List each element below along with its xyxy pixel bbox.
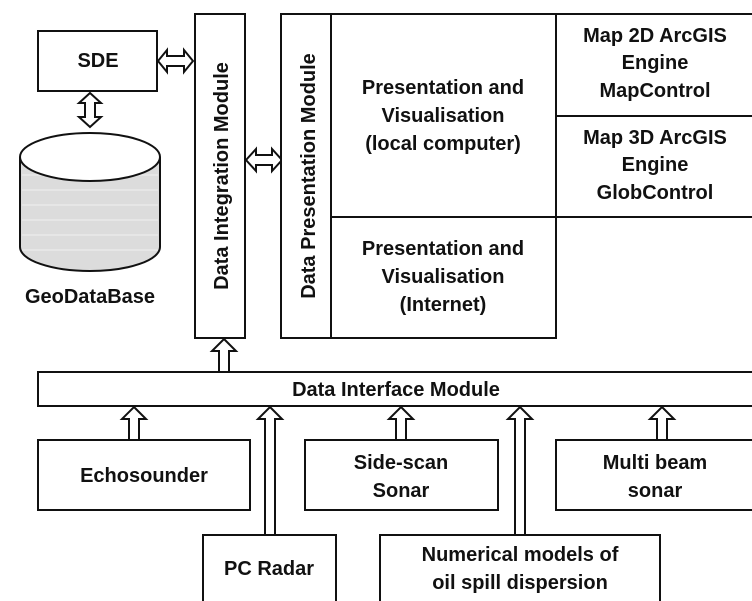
sde-box [37,30,158,92]
presentation-internet-line3: (Internet) [400,294,487,316]
presentation-module-label: Data Presentation Module [298,53,320,299]
numerical-arrow [505,405,535,536]
sde-label: SDE [77,50,118,72]
geodatabase-label: GeoDataBase [25,286,155,308]
presentation-local-line1: Presentation and [362,77,524,99]
numerical-box [379,534,661,601]
map3d-line2: Engine [622,154,689,176]
pcradar-block: PC Radar [202,534,337,601]
interface-label: Data Interface Module [292,379,500,401]
integration-presentation-arrow [244,146,284,174]
presentation-internet-line1: Presentation and [362,238,524,260]
sidescan-line1: Side-scan [354,452,448,474]
echosounder-arrow [119,405,149,441]
interface-integration-arrow [209,337,239,373]
pcradar-label: PC Radar [224,558,314,580]
sidescan-box [304,439,499,511]
echosounder-block: Echosounder [37,439,251,511]
data-interface-module: Data Interface Module [37,371,752,407]
multibeam-block: Multi beam sonar [555,439,752,511]
map3d-line1: Map 3D ArcGIS [583,127,727,149]
sde-integration-arrow [156,47,195,75]
presentation-internet-box [330,216,557,339]
map3d-line3: GlobControl [597,182,714,204]
multibeam-arrow [647,405,677,441]
multibeam-line2: sonar [628,480,683,502]
map2d-line1: Map 2D ArcGIS [583,25,727,47]
pcradar-box [202,534,337,601]
interface-box [37,371,752,407]
pcradar-arrow [255,405,285,536]
sidescan-block: Side-scan Sonar [304,439,499,511]
presentation-local-line3: (local computer) [365,133,521,155]
sidescan-arrow [386,405,416,441]
presentation-local-line2: Visualisation [381,105,504,127]
presentation-local-box [330,13,557,218]
map2d-box [555,13,752,117]
sde-geodatabase-arrow [76,91,104,129]
map3d-box [555,115,752,218]
numerical-line1: Numerical models of [422,544,619,566]
numerical-block: Numerical models of oil spill dispersion [379,534,661,601]
geodatabase-cylinder [19,132,161,272]
echosounder-label: Echosounder [80,465,208,487]
integration-box [194,13,246,339]
multibeam-box [555,439,752,511]
echosounder-box [37,439,251,511]
data-integration-module: Data Integration Module [194,13,246,339]
multibeam-line1: Multi beam [603,452,707,474]
numerical-line2: oil spill dispersion [432,572,608,594]
map2d-line3: MapControl [599,80,710,102]
sde-block: SDE [37,30,158,92]
data-presentation-module: Data Presentation Module Presentation an… [280,13,752,339]
sidescan-line2: Sonar [373,480,430,502]
integration-label: Data Integration Module [211,62,233,290]
presentation-internet-line2: Visualisation [381,266,504,288]
map2d-line2: Engine [622,52,689,74]
